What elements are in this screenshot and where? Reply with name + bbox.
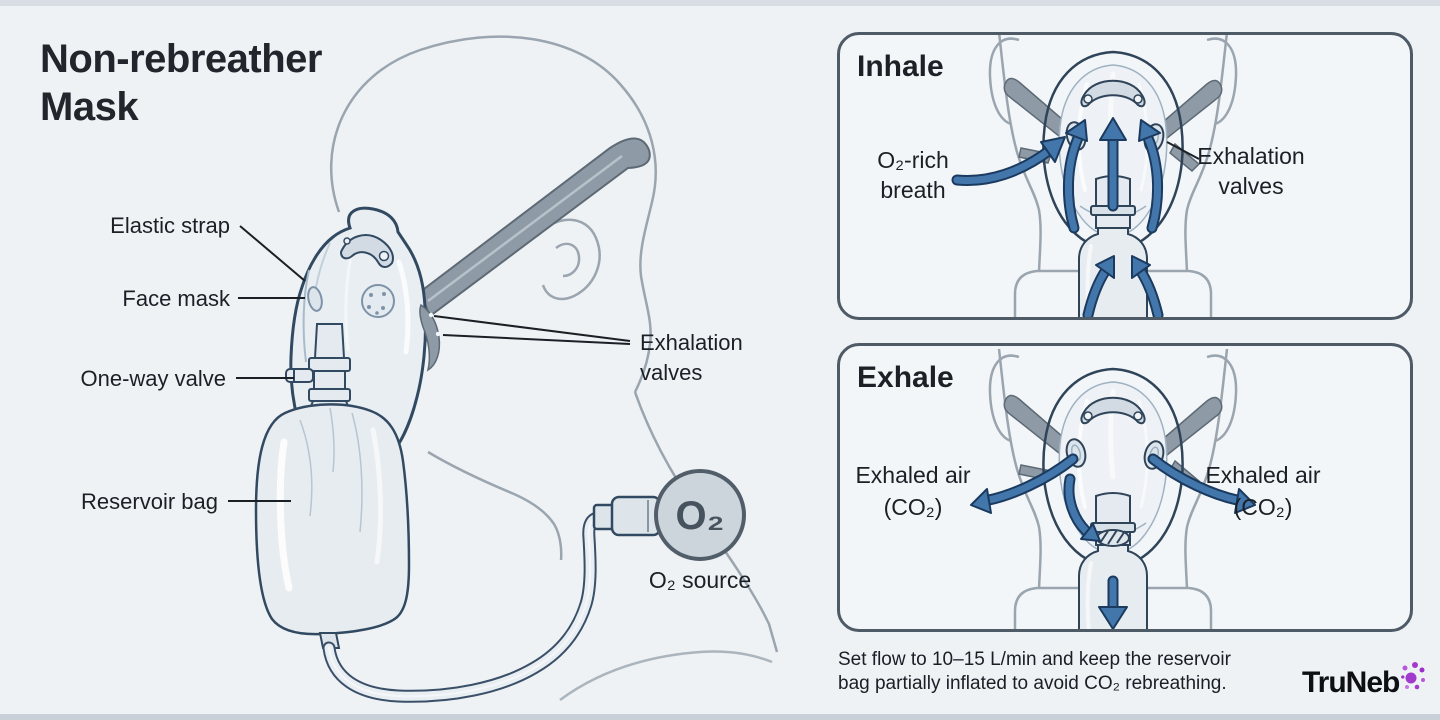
footer-note: Set flow to 10–15 L/min and keep the res… [838, 648, 1268, 696]
bag-highlight [370, 427, 383, 565]
label-one-way-valve: One-way valve [80, 366, 226, 391]
mask-port-disc [361, 284, 395, 318]
one-way-valve-stub [285, 368, 314, 383]
mask-highlight [344, 248, 354, 352]
label-face-mask: Face mask [122, 286, 231, 311]
ear-inner [555, 242, 581, 278]
label-elastic-strap: Elastic strap [110, 213, 230, 238]
exhale-right-label-line1: Exhaled air [1205, 462, 1320, 488]
flap-anchor [428, 312, 434, 318]
exhale-left-label-line1: Exhaled air [855, 462, 970, 488]
bottom-border-band [0, 714, 1440, 720]
exhale-flow-arrows [970, 453, 1256, 629]
brand-name: TruNeb [1302, 666, 1400, 699]
ear-outline [536, 218, 601, 301]
inhale-leader-line [1166, 141, 1200, 160]
inhale-right-label-line2: valves [1218, 173, 1283, 199]
reservoir-bag-shape [254, 403, 411, 636]
o2-source-badge [654, 469, 746, 561]
elastic-strap-band [418, 137, 651, 318]
clip-rivet [378, 250, 390, 262]
exhale-left-label-line2: (CO₂) [884, 494, 943, 520]
inhale-title: Inhale [857, 50, 944, 83]
brand-logo: TruNeb [1302, 662, 1427, 699]
footer-note-line2: bag partially inflated to avoid CO₂ rebr… [838, 673, 1227, 694]
label-exhalation-valves-line1: Exhalation [640, 330, 743, 355]
mask-highlight [396, 259, 411, 355]
bag-creases [299, 407, 363, 533]
o2-source-label: O₂ source [649, 567, 751, 593]
mask-cushion-line [302, 269, 310, 363]
leader-lines [228, 225, 631, 502]
oxygen-tubing [322, 511, 604, 703]
inhale-panel: Inhale O₂-rich breath Exhalation valves [837, 32, 1413, 320]
brand-sparkle-icon [1401, 662, 1426, 690]
page-title-line1: Non-rebreather [40, 37, 322, 81]
top-border-band [0, 0, 1440, 6]
label-reservoir-bag: Reservoir bag [81, 489, 218, 514]
exhale-right-label-line2: (CO₂) [1234, 494, 1293, 520]
inhale-left-label-line1: O₂-rich [877, 147, 949, 173]
exhalation-valve-flap [419, 303, 441, 372]
o2-connector-body [610, 495, 662, 537]
exhale-illustration: Exhale Exhaled air (CO₂) Exhaled air (CO… [855, 346, 1321, 629]
main-diagram: O₂ O₂ source Non-rebreather Mask Elastic… [40, 35, 779, 703]
exhale-panel: Exhale Exhaled air (CO₂) Exhaled air (CO… [837, 343, 1413, 632]
nose-port-oval [307, 286, 323, 312]
flap-anchor [435, 331, 441, 337]
inhale-illustration: Inhale O₂-rich breath Exhalation valves [857, 35, 1305, 317]
inhale-flow-arrows [951, 117, 1164, 317]
footer-note-line1: Set flow to 10–15 L/min and keep the res… [838, 649, 1231, 670]
closed-valve-twist [1096, 529, 1130, 547]
inhale-left-label-line2: breath [880, 177, 945, 203]
o2-badge-text: O₂ [676, 494, 725, 538]
inhale-right-label-line1: Exhalation [1197, 143, 1304, 169]
page-title-line2: Mask [40, 85, 139, 129]
bag-highlight [276, 438, 293, 592]
label-exhalation-valves-line2: valves [640, 360, 702, 385]
clip-rivet [343, 237, 351, 245]
port-holes [367, 292, 386, 315]
exhale-title: Exhale [857, 361, 954, 394]
